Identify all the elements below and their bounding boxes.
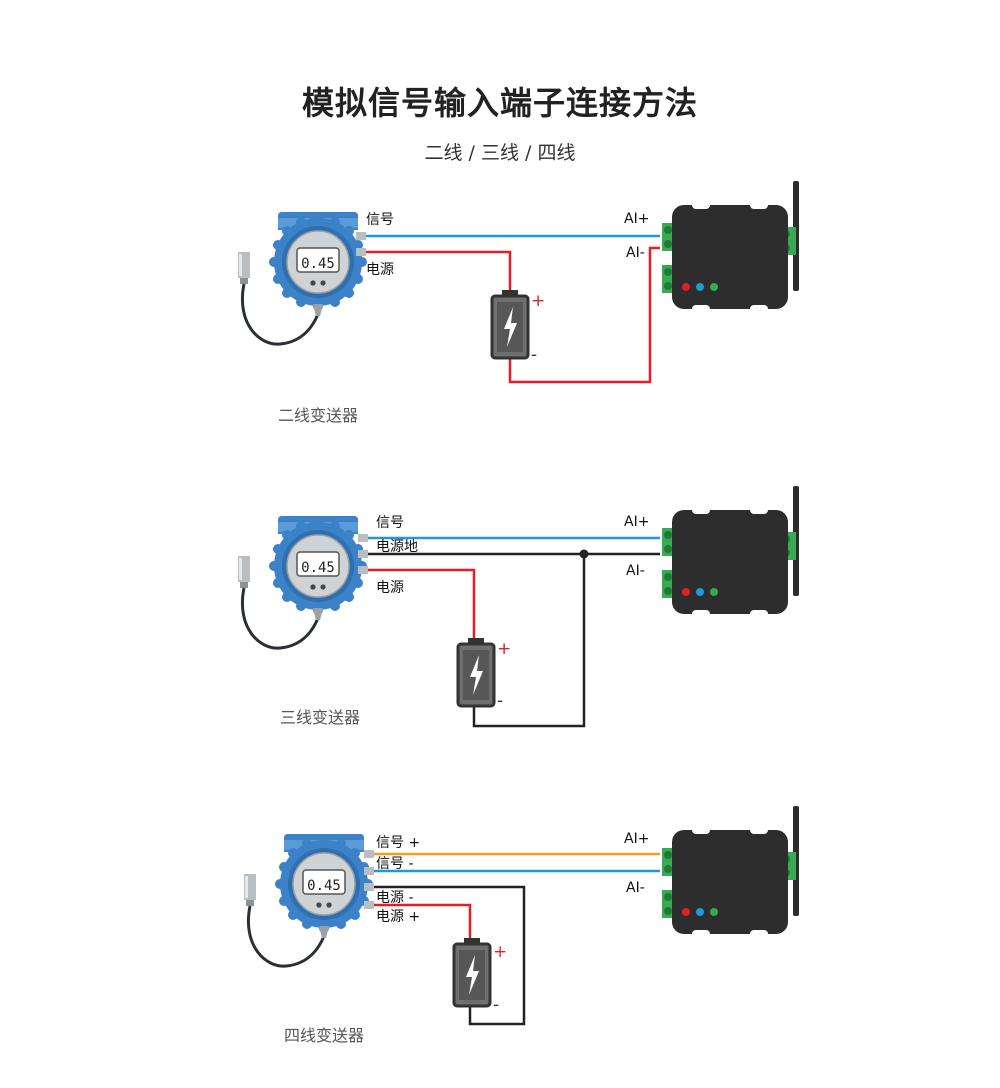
- ai-minus-label: AI-: [626, 245, 645, 261]
- io-module-icon: [662, 181, 799, 313]
- lcd-display-value: 0.45: [301, 256, 335, 272]
- power-label: 电源: [366, 262, 394, 278]
- ai-minus-label: AI-: [626, 880, 645, 896]
- signal-minus-label: 信号 -: [376, 856, 414, 872]
- terminal-stub: [358, 566, 368, 574]
- battery-icon: [452, 936, 492, 1008]
- ai-plus-label: AI+: [624, 831, 649, 847]
- power-wire: [368, 568, 476, 644]
- ai-plus-label: AI+: [624, 514, 649, 530]
- terminal-stub: [364, 867, 374, 875]
- power-label: 电源: [376, 580, 404, 596]
- power-wire: [366, 250, 512, 296]
- terminal-stub: [356, 248, 366, 256]
- three-wire-caption: 三线变送器: [280, 708, 360, 727]
- battery-icon: [490, 288, 530, 360]
- signal-plus-label: 信号 +: [376, 835, 420, 851]
- lcd-display-value: 0.45: [307, 878, 341, 894]
- signal-label: 信号: [366, 212, 394, 228]
- ai-minus-label: AI-: [626, 563, 645, 579]
- power-minus-wire: [374, 885, 526, 1026]
- terminal-stub: [364, 901, 374, 909]
- power-plus-wire: [374, 903, 472, 944]
- terminal-stub: [356, 232, 366, 240]
- two-wire-section: 0.45 + - 信号 电源 AI+ AI- 二线变送器: [236, 181, 799, 425]
- battery-minus: -: [497, 691, 503, 711]
- ai-plus-label: AI+: [624, 211, 649, 227]
- battery-minus: -: [493, 995, 499, 1015]
- two-wire-caption: 二线变送器: [278, 406, 358, 425]
- io-module-icon: [662, 486, 799, 618]
- terminal-stub: [364, 850, 374, 858]
- page-title: 模拟信号输入端子连接方法: [301, 84, 698, 122]
- power-plus-label: 电源 +: [376, 909, 420, 925]
- battery-plus: +: [531, 291, 545, 311]
- page-subtitle: 二线 / 三线 / 四线: [424, 142, 576, 164]
- battery-minus: -: [531, 345, 537, 365]
- power-minus-label: 电源 -: [376, 890, 414, 906]
- four-wire-caption: 四线变送器: [284, 1026, 364, 1045]
- io-module-icon: [662, 806, 799, 938]
- battery-plus: +: [493, 942, 507, 962]
- terminal-stub: [364, 883, 374, 891]
- terminal-stub: [358, 534, 368, 542]
- ground-return-wire: [472, 554, 586, 728]
- battery-icon: [456, 636, 496, 708]
- four-wire-section: 0.45 + - 信号 + 信号 - 电源 - 电源 + AI+ AI- 四线变…: [242, 806, 799, 1045]
- battery-plus: +: [497, 639, 511, 659]
- power-ground-label: 电源地: [376, 539, 418, 555]
- signal-label: 信号: [376, 515, 404, 531]
- lcd-display-value: 0.45: [301, 560, 335, 576]
- terminal-stub: [358, 550, 368, 558]
- return-wire: [508, 246, 660, 384]
- three-wire-section: 0.45 + - 信号 电源地 电源 AI+ AI- 三线变送器: [236, 486, 799, 728]
